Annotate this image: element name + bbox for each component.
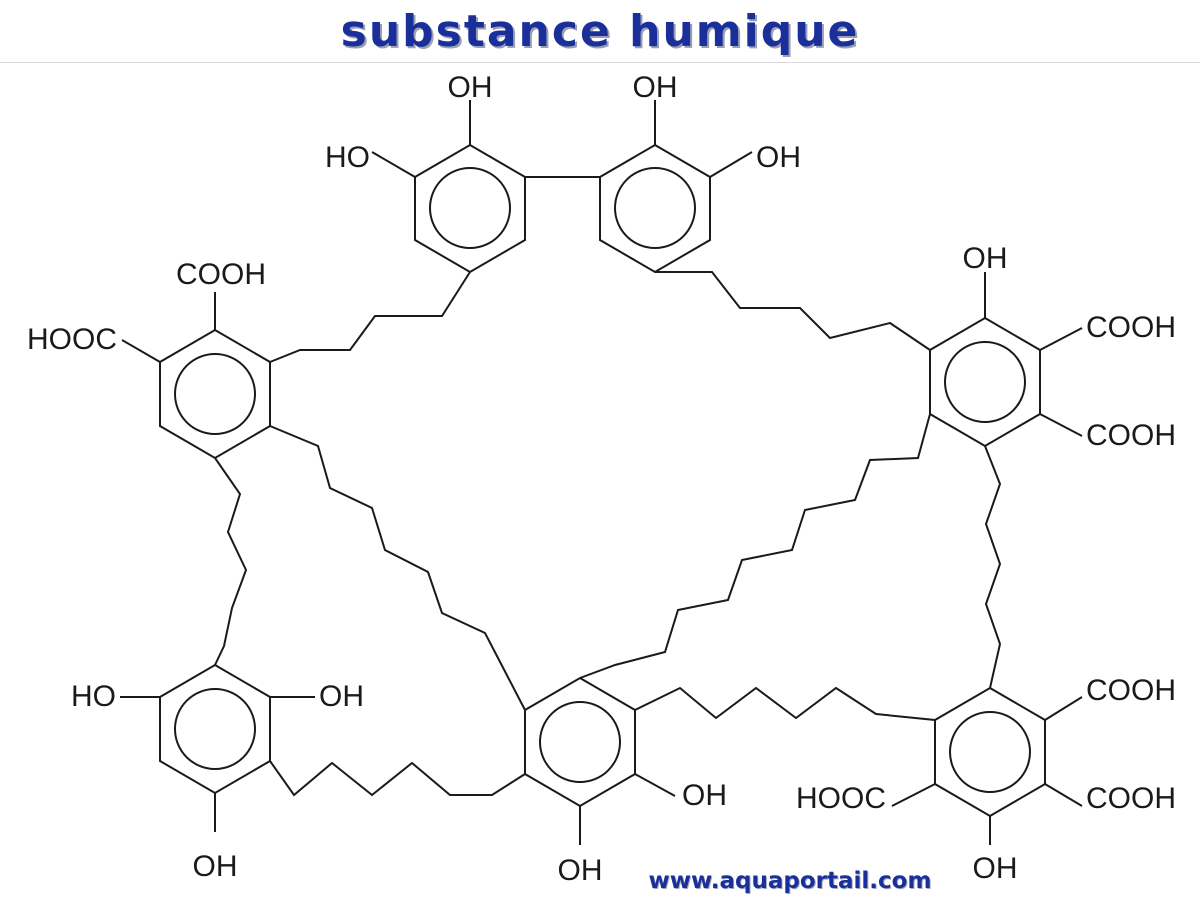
label-oh: OH [319, 680, 364, 713]
aliphatic-chains [214, 271, 1002, 797]
ring-a [414, 143, 526, 274]
substituent-bonds [120, 100, 1083, 845]
label-ho: HO [71, 680, 116, 713]
label-cooh: COOH [1086, 419, 1176, 452]
label-cooh: COOH [1086, 782, 1176, 815]
group-labels: OH HO OH OH COOH HOOC OH COOH COOH HO OH… [27, 71, 1176, 887]
label-oh: OH [558, 854, 603, 887]
ring-b [599, 143, 711, 274]
label-hooc: HOOC [27, 323, 117, 356]
label-oh: OH [963, 242, 1008, 275]
label-cooh: COOH [1086, 311, 1176, 344]
label-hooc: HOOC [796, 782, 886, 815]
label-oh: OH [193, 850, 238, 883]
label-ho: HO [325, 141, 370, 174]
diagram-frame [0, 62, 1200, 901]
label-cooh: COOH [176, 258, 266, 291]
website-watermark: www.aquaportail.com [612, 866, 968, 896]
label-oh: OH [973, 852, 1018, 885]
ring-g [934, 686, 1046, 818]
ring-f [524, 676, 636, 808]
label-oh: OH [448, 71, 493, 104]
ring-d [929, 316, 1041, 448]
page-title: substance humique [340, 5, 860, 57]
label-oh: OH [756, 141, 801, 174]
label-oh: OH [682, 779, 727, 812]
label-oh: OH [633, 71, 678, 104]
label-cooh: COOH [1086, 674, 1176, 707]
ring-c [159, 328, 271, 460]
ring-e [159, 663, 271, 795]
